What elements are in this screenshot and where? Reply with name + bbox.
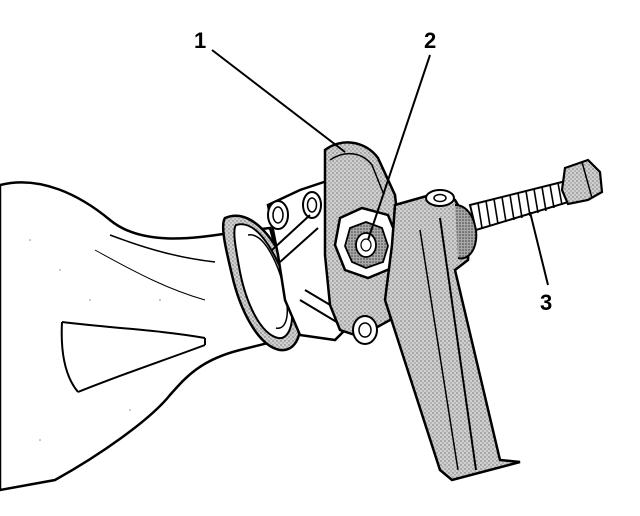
callout-2: 2: [424, 28, 436, 53]
center-nut: [333, 206, 400, 280]
leader-line-3: [529, 211, 549, 286]
leader-line-2: [367, 54, 431, 241]
forcing-bolt: [468, 158, 604, 232]
callout-3: 3: [540, 290, 552, 315]
slide-handle: [383, 189, 521, 482]
leader-lines: [211, 49, 549, 286]
leader-line-1: [211, 49, 346, 153]
callout-1: 1: [194, 28, 206, 53]
